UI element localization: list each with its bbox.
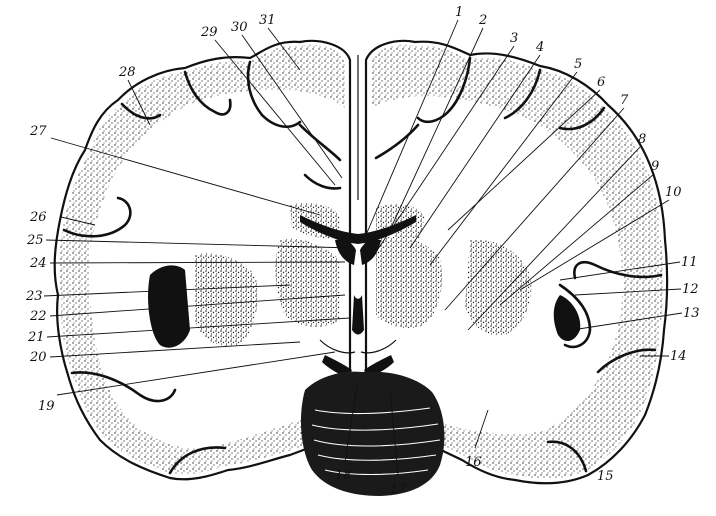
label-12: 12 (682, 282, 699, 297)
left-sulcus-frontal (120, 102, 162, 120)
right-sulcus-insular (558, 283, 592, 349)
label-17: 17 (390, 482, 407, 497)
label-23: 23 (25, 289, 43, 304)
label-21: 21 (27, 330, 45, 345)
label-11: 11 (681, 255, 698, 270)
midline-structures (300, 55, 445, 496)
right-sulcus-precentral (503, 68, 542, 120)
third-ventricle (352, 295, 364, 335)
lateral-ventricles (335, 239, 381, 265)
label-5: 5 (574, 57, 582, 72)
label-24: 24 (29, 256, 47, 271)
right-sulcus-temporal (596, 348, 657, 374)
label-13: 13 (683, 306, 700, 321)
left-sulcus-cingulate (298, 123, 342, 162)
leader-lines (43, 19, 683, 476)
label-7: 7 (620, 93, 629, 108)
left-insula-dark (148, 265, 190, 348)
label-26: 26 (29, 210, 47, 225)
hypothalamus-right (360, 339, 397, 354)
left-sulcus-medial (303, 173, 342, 190)
pons (300, 371, 445, 496)
label-27: 27 (29, 124, 47, 139)
label-10: 10 (665, 185, 682, 200)
label-4: 4 (535, 40, 544, 55)
left-thalamus (275, 238, 340, 327)
left-putamen (195, 253, 258, 347)
label-1: 1 (455, 5, 463, 20)
right-thalamus (376, 236, 442, 328)
right-putamen (465, 239, 532, 336)
label-25: 25 (26, 233, 44, 248)
left-sulcus-superior (246, 60, 302, 129)
right-sulcus-cingulate (374, 123, 420, 160)
label-19: 19 (38, 399, 55, 414)
label-18: 18 (335, 468, 352, 483)
label-22: 22 (29, 309, 47, 324)
label-8: 8 (638, 132, 646, 147)
right-sulcus-superior (416, 56, 472, 124)
label-15: 15 (597, 469, 614, 484)
label-28: 28 (118, 65, 136, 80)
left-sulcus-lateral (62, 196, 132, 238)
corpus-callosum (300, 215, 416, 244)
right-sulcus-frontal (558, 106, 606, 131)
label-20: 20 (29, 350, 47, 365)
label-9: 9 (651, 159, 659, 174)
label-2: 2 (478, 13, 487, 28)
left-sulcus-inferior (168, 446, 227, 475)
label-6: 6 (597, 75, 605, 90)
label-14: 14 (670, 349, 687, 364)
right-cortex-band (371, 44, 664, 479)
label-29: 29 (200, 25, 218, 40)
left-sulcus-precentral (183, 70, 232, 116)
hypothalamus-left (319, 339, 356, 354)
right-sulcus-inferior (546, 440, 588, 473)
pons-fibers (311, 407, 441, 476)
label-31: 31 (259, 13, 276, 28)
number-labels: 1 2 3 4 5 6 7 8 9 10 11 12 13 14 15 16 1… (25, 5, 700, 497)
label-3: 3 (510, 31, 518, 46)
left-sulcus-temporal (70, 371, 177, 403)
right-sulcus-lateral (573, 260, 663, 280)
label-16: 16 (465, 455, 482, 470)
right-hemisphere (364, 39, 669, 485)
label-30: 30 (231, 20, 248, 35)
